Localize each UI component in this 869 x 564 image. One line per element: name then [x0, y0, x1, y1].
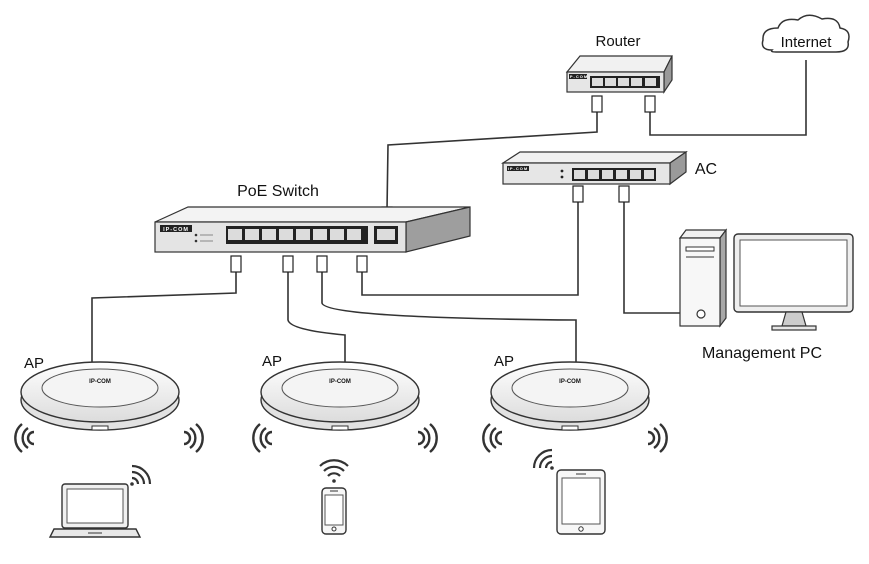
ac-badge	[507, 166, 529, 171]
monitor-icon	[733, 233, 854, 331]
router-icon: IP-COM	[565, 55, 673, 94]
wifi-icon	[482, 423, 503, 453]
cable-switch-ap2	[287, 270, 346, 367]
wifi-icon	[130, 464, 152, 486]
tablet-icon	[556, 469, 606, 535]
ap3-brand: IP-COM	[559, 379, 581, 385]
ac-brand: IP-COM	[508, 166, 528, 171]
plug-switch-port4	[282, 255, 294, 273]
internet-label: Internet	[781, 34, 833, 51]
wifi-icon	[183, 423, 204, 453]
cable-ac-pc	[623, 200, 680, 314]
cable-switch-ap3	[321, 270, 577, 367]
cable-router-internet	[649, 60, 807, 136]
cable-ac-switch	[361, 200, 579, 296]
router-badge	[569, 74, 587, 79]
poe-switch-label: PoE Switch	[237, 183, 319, 200]
plug-ac-1	[572, 185, 584, 203]
plug-router-1	[591, 95, 603, 113]
smartphone-icon	[321, 487, 347, 535]
wifi-icon	[319, 459, 349, 483]
cable-switch-ap1	[91, 272, 237, 368]
router-label: Router	[595, 33, 640, 50]
access-point-icon	[490, 361, 650, 431]
cables	[91, 60, 807, 368]
plug-switch-port1	[230, 255, 242, 273]
wifi-icon	[417, 423, 438, 453]
access-point-icon	[20, 361, 180, 431]
plug-switch-port7	[356, 255, 368, 273]
wifi-icon	[252, 423, 273, 453]
access-point-icon	[260, 361, 420, 431]
wifi-icon	[647, 423, 668, 453]
ap1-label: AP	[24, 355, 44, 372]
plug-switch-port5	[316, 255, 328, 273]
plug-ac-2	[618, 185, 630, 203]
ap2-brand: IP-COM	[329, 379, 351, 385]
ap2-label: AP	[262, 353, 282, 370]
cable-router-switch	[386, 110, 598, 211]
ap1-brand: IP-COM	[89, 379, 111, 385]
pc-tower-icon	[678, 228, 728, 328]
wifi-icon	[532, 448, 554, 470]
ap-signals	[14, 423, 668, 453]
management-pc-label: Management PC	[702, 345, 822, 362]
laptop-icon	[48, 483, 142, 538]
ac-label: AC	[695, 161, 717, 178]
router-brand: IP-COM	[568, 74, 588, 79]
ap3-label: AP	[494, 353, 514, 370]
wifi-icon	[14, 423, 35, 453]
cloud-icon	[761, 14, 850, 53]
switch-badge	[160, 225, 192, 232]
poe-switch-icon: IP-COM	[154, 206, 471, 253]
plug-router-2	[644, 95, 656, 113]
access-controller-icon: IP-COM	[500, 150, 688, 186]
switch-brand: IP-COM	[163, 227, 189, 233]
